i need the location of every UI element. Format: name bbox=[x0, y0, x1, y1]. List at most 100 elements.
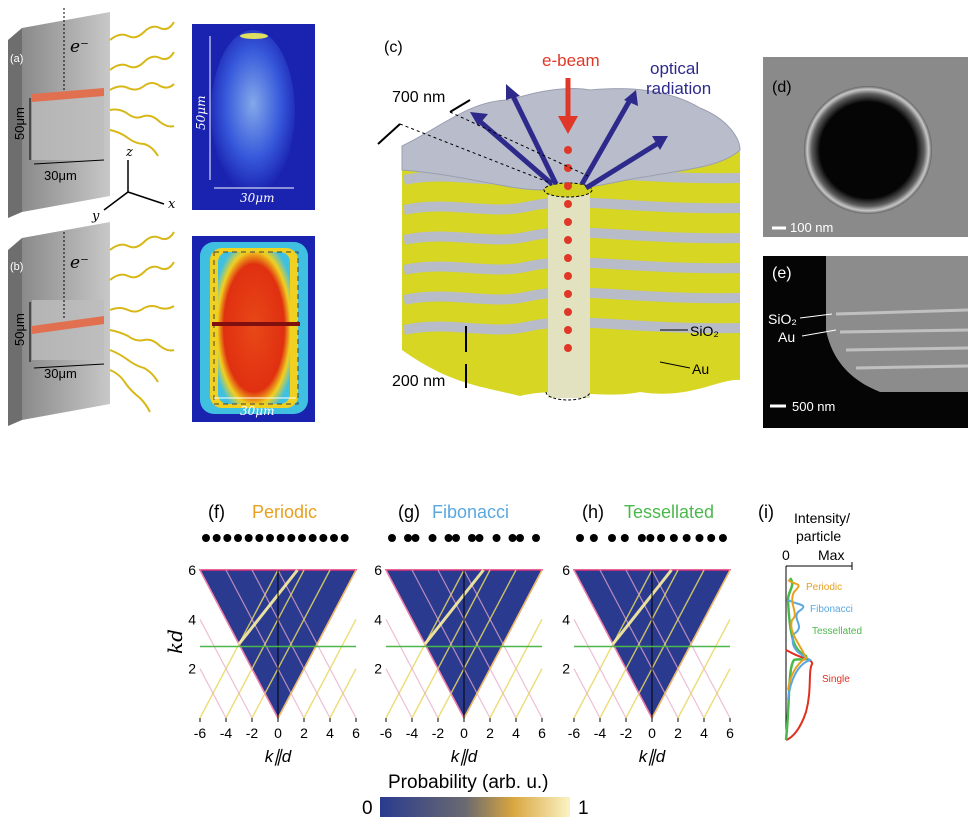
sequence-dot bbox=[340, 534, 349, 542]
panel-f-title: Periodic bbox=[252, 502, 317, 522]
y-tick-label: 2 bbox=[188, 661, 196, 677]
dispersion-line bbox=[329, 668, 357, 719]
ebeam-label: e-beam bbox=[542, 51, 600, 70]
x-tick-label: 6 bbox=[726, 725, 734, 741]
au-label-e: Au bbox=[778, 329, 795, 345]
sequence-dot bbox=[234, 534, 242, 542]
sequence-dot bbox=[475, 534, 484, 542]
dispersion-line bbox=[515, 668, 543, 719]
ebeam-dots bbox=[564, 146, 572, 352]
sequence-dot bbox=[404, 534, 412, 542]
y-tick-label: 6 bbox=[562, 562, 570, 578]
scale-d: 100 nm bbox=[790, 220, 833, 235]
sequence-dot bbox=[620, 534, 629, 542]
sio2-label-e: SiO₂ bbox=[768, 311, 797, 327]
x-tick-label: -2 bbox=[432, 725, 445, 741]
sequence-dot bbox=[266, 534, 274, 542]
sequence-dot bbox=[682, 534, 691, 542]
dispersion-line bbox=[677, 619, 731, 719]
panel-i: (i) Intensity/ particle 0 Max Periodic F… bbox=[758, 502, 862, 741]
sequence-dot bbox=[212, 534, 221, 542]
sequence-dot bbox=[669, 534, 678, 542]
map-width-b: 30μm bbox=[240, 404, 274, 418]
x-tick-label: 4 bbox=[700, 725, 708, 741]
panel-i-title-2: particle bbox=[796, 528, 841, 544]
panel-h-tag: (h) bbox=[582, 502, 604, 522]
map-height-a: 50μm bbox=[194, 96, 208, 130]
dispersion-line bbox=[277, 569, 357, 719]
panel-d: (d) 100 nm bbox=[763, 57, 968, 237]
sequence-dot bbox=[330, 534, 338, 542]
y-tick-label: 4 bbox=[562, 611, 570, 627]
axis-x: x bbox=[168, 197, 176, 212]
bright-mode bbox=[237, 569, 299, 645]
dim-700: 700 nm bbox=[392, 89, 445, 106]
dispersion-line bbox=[703, 668, 731, 719]
axis-z: z bbox=[125, 145, 133, 160]
dispersion-line bbox=[303, 619, 357, 719]
sequence-dot bbox=[244, 534, 253, 542]
panel-i-max: Max bbox=[818, 547, 844, 563]
dispersion-line-mirror bbox=[573, 668, 601, 719]
panel-g-title: Fibonacci bbox=[432, 502, 509, 522]
electron-label-a: e⁻ bbox=[70, 37, 89, 57]
panel-d-tag: (d) bbox=[772, 79, 792, 96]
x-tick-label: -2 bbox=[620, 725, 633, 741]
y-tick-label: 6 bbox=[188, 562, 196, 578]
colorbar-min: 0 bbox=[362, 798, 373, 819]
sequence-dot bbox=[223, 534, 232, 542]
colorbar-gradient bbox=[380, 797, 570, 817]
dispersion-line bbox=[463, 569, 543, 719]
curve-single bbox=[785, 649, 814, 741]
sequence-dot bbox=[508, 534, 517, 542]
x-tick-label: -4 bbox=[406, 725, 419, 741]
x-axis-label: k∥d bbox=[639, 747, 666, 766]
sequence-dot bbox=[444, 534, 453, 542]
x-tick-label: -6 bbox=[568, 725, 581, 741]
x-tick-label: -4 bbox=[594, 725, 607, 741]
bright-mode bbox=[423, 569, 485, 645]
sio2-label-c: SiO₂ bbox=[690, 323, 719, 339]
sequence-dot bbox=[468, 534, 476, 542]
panel-a: (a) e⁻ 50μm 30μm z x y 50μm 30μm bbox=[8, 8, 315, 224]
x-tick-label: 6 bbox=[352, 725, 360, 741]
x-axis-label: k∥d bbox=[451, 747, 478, 766]
x-tick-label: -6 bbox=[380, 725, 393, 741]
curve-periodic bbox=[787, 579, 808, 691]
panel-f-tag: (f) bbox=[208, 502, 225, 522]
x-tick-label: 2 bbox=[674, 725, 682, 741]
x-tick-label: -4 bbox=[220, 725, 233, 741]
x-tick-label: 6 bbox=[538, 725, 546, 741]
height-label-a: 50μm bbox=[12, 107, 27, 140]
panel-g-tag: (g) bbox=[398, 502, 420, 522]
y-tick-label: 2 bbox=[374, 661, 382, 677]
dispersion-line-mirror bbox=[385, 619, 439, 719]
sequence-dot bbox=[202, 534, 210, 542]
sequence-dot bbox=[576, 534, 584, 542]
dispersion-line bbox=[651, 569, 731, 719]
panel-b: (b) e⁻ 50μm 30μm 30μm bbox=[8, 222, 315, 426]
panel-c-tag: (c) bbox=[384, 39, 403, 56]
sequence-dot bbox=[532, 534, 540, 542]
panel-c: (c) e-beam bbox=[377, 39, 741, 401]
sequence-dot bbox=[287, 534, 296, 542]
dispersion-line-mirror bbox=[199, 619, 253, 719]
sequence-dot bbox=[589, 534, 598, 542]
panel-i-title-1: Intensity/ bbox=[794, 510, 850, 526]
au-label-c: Au bbox=[692, 361, 709, 377]
dispersion-line-mirror bbox=[385, 668, 413, 719]
label-tessellated: Tessellated bbox=[812, 626, 862, 637]
sequence-dot bbox=[718, 534, 727, 542]
y-tick-label: 2 bbox=[562, 661, 570, 677]
sequence-dot bbox=[657, 534, 666, 542]
panel-e-tag: (e) bbox=[772, 265, 792, 282]
panel-a-tag: (a) bbox=[10, 53, 23, 65]
panel-e: (e) SiO₂ Au 500 nm bbox=[763, 256, 968, 428]
width-label-a: 30μm bbox=[44, 168, 77, 183]
colorbar-label: Probability (arb. u.) bbox=[388, 772, 549, 793]
sequence-dot bbox=[255, 534, 264, 542]
colorbar: Probability (arb. u.) 0 1 bbox=[362, 772, 589, 819]
